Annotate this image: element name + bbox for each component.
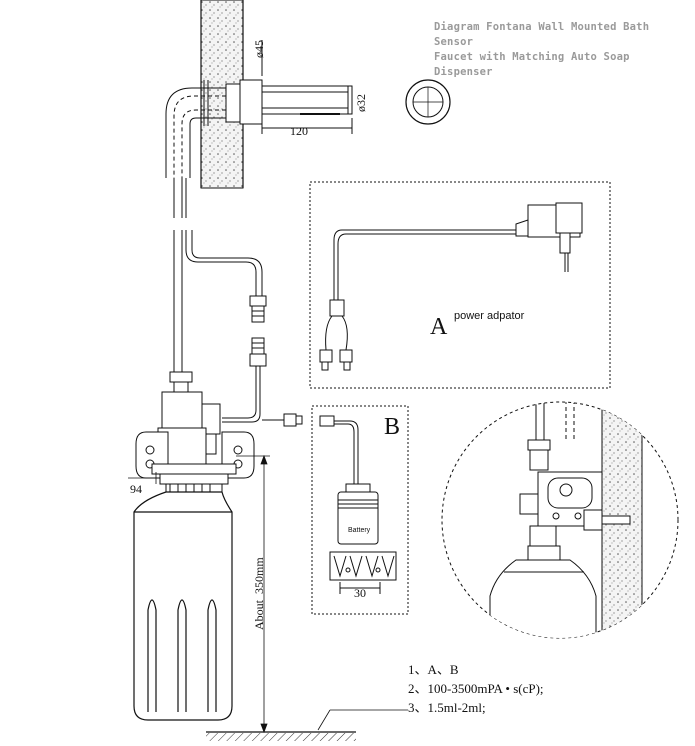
dim-diameter-32: ø32 xyxy=(354,94,368,112)
title-line-2: Faucet with Matching Auto Soap Dispenser xyxy=(434,51,630,78)
spec-notes: 1、A、B 2、100-3500mPA • s(cP); 3、1.5ml-2ml… xyxy=(408,660,544,717)
dim-length-120: 120 xyxy=(290,124,308,138)
battery-label: Battery xyxy=(348,527,371,534)
title-line-1: Diagram Fontana Wall Mounted Bath Sensor xyxy=(434,21,650,48)
detail-view xyxy=(441,401,679,639)
height-dimension xyxy=(236,454,270,734)
battery-box xyxy=(311,405,409,615)
note-3: 3、1.5ml-2ml; xyxy=(408,700,486,715)
dim-width-30: 30 xyxy=(354,586,366,600)
width-dimension xyxy=(128,472,158,484)
note-2: 2、100-3500mPA • s(cP); xyxy=(408,681,544,696)
supply-tubes xyxy=(173,178,263,372)
note-1: 1、A、B xyxy=(408,662,459,677)
power-adaptor-box xyxy=(309,181,611,389)
counter-surface xyxy=(206,709,408,741)
dim-diameter-45: ø45 xyxy=(252,40,266,58)
pump-unit xyxy=(135,371,255,493)
power-adaptor-label: power adpator xyxy=(454,310,525,322)
dim-width-94: 94 xyxy=(130,482,142,496)
callout-letter-a: A xyxy=(430,314,448,340)
dim-height-350: About 350mm xyxy=(252,557,266,630)
spout-front-view xyxy=(405,79,451,125)
cable-connectors xyxy=(222,295,303,427)
callout-letter-b: B xyxy=(384,414,401,440)
soap-bottle xyxy=(133,491,233,721)
faucet-spout xyxy=(165,40,353,178)
diagram-title: Diagram Fontana Wall Mounted Bath Sensor… xyxy=(434,20,684,80)
